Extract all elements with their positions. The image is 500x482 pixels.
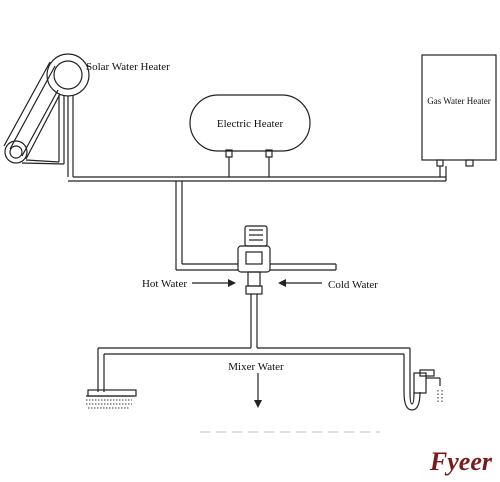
- cold-water-arrow: [278, 279, 322, 287]
- faucet: [403, 369, 443, 411]
- gas-heater-label: Gas Water Heater: [427, 96, 491, 106]
- mixer-water-arrow: [254, 373, 262, 408]
- thermostatic-mixing-valve[interactable]: [237, 225, 271, 295]
- solar-heater-label: Solar Water Heater: [86, 61, 170, 73]
- hot-water-arrow: [192, 279, 236, 287]
- brand-logo: Fyeer: [429, 447, 493, 476]
- hot-water-label: Hot Water: [142, 278, 187, 290]
- electric-heater-label: Electric Heater: [217, 118, 284, 130]
- shower-head: [86, 389, 137, 409]
- electric-heater: [189, 94, 311, 170]
- supply-pipes: [68, 166, 447, 271]
- cold-water-label: Cold Water: [328, 279, 378, 291]
- mixer-water-label: Mixer Water: [228, 361, 284, 373]
- gas-water-heater: [421, 54, 497, 167]
- solar-water-heater: [3, 53, 90, 177]
- mixer-pipes: [97, 294, 411, 392]
